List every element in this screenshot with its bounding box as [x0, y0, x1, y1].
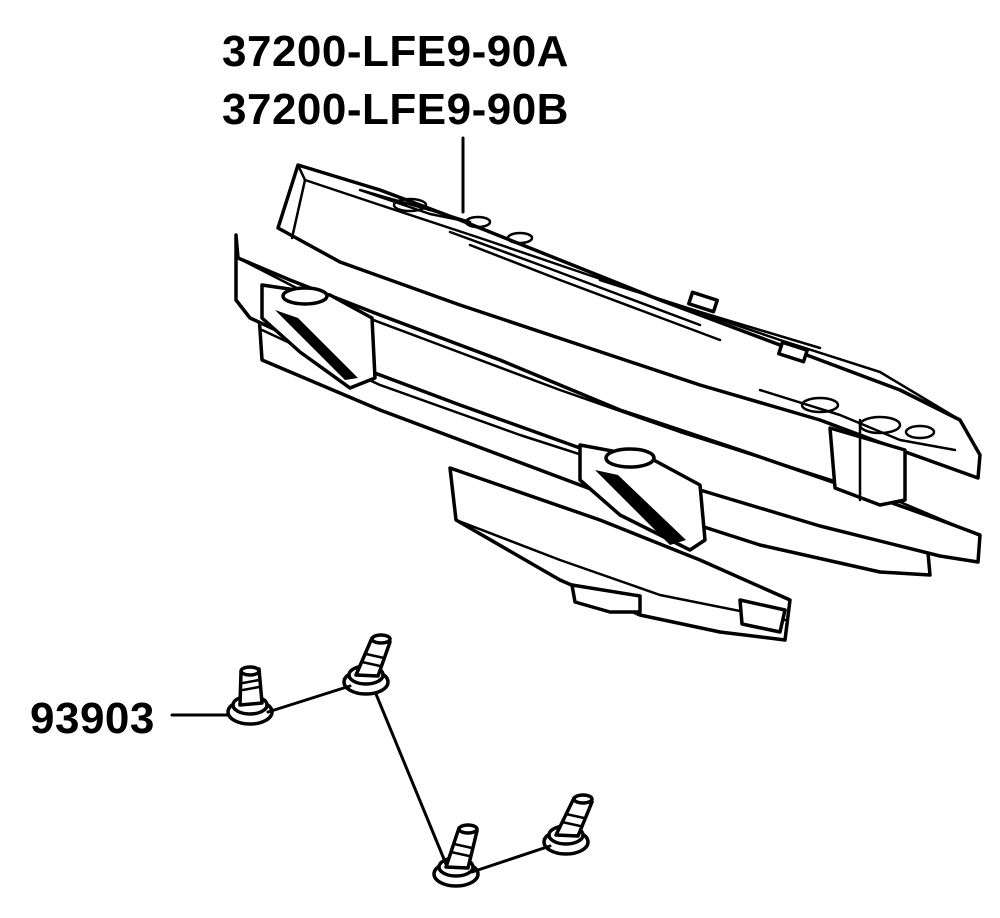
meter-top-cover	[276, 163, 982, 480]
meter-connector-2	[777, 340, 809, 364]
meter-rear-boss	[570, 583, 642, 614]
meter-top-slot-1	[358, 188, 472, 224]
screw-2	[342, 633, 392, 696]
meter-top-boss-1	[392, 197, 428, 213]
meter-assembly-drawing	[234, 163, 982, 642]
meter-right-end	[828, 426, 907, 507]
screw-3	[432, 823, 480, 888]
meter-top-boss-2	[464, 215, 492, 229]
meter-top-boss-6	[904, 424, 936, 440]
meter-rear-housing	[448, 466, 792, 642]
screw-1	[226, 665, 274, 726]
screw-group	[226, 633, 594, 888]
screw-4	[542, 793, 594, 856]
screw-part-number: 93903	[30, 694, 155, 743]
meter-connector-1	[687, 290, 719, 314]
meter-rear-boss-right	[738, 598, 787, 634]
meter-part-number-b: 37200-LFE9-90B	[222, 85, 569, 134]
meter-top-boss-4	[800, 396, 840, 414]
meter-top-boss-3	[506, 231, 534, 245]
meter-mount-left	[260, 283, 377, 390]
screw-leader-lines	[170, 684, 552, 874]
meter-mount-right	[578, 443, 707, 552]
meter-part-number-a: 37200-LFE9-90A	[222, 27, 569, 76]
